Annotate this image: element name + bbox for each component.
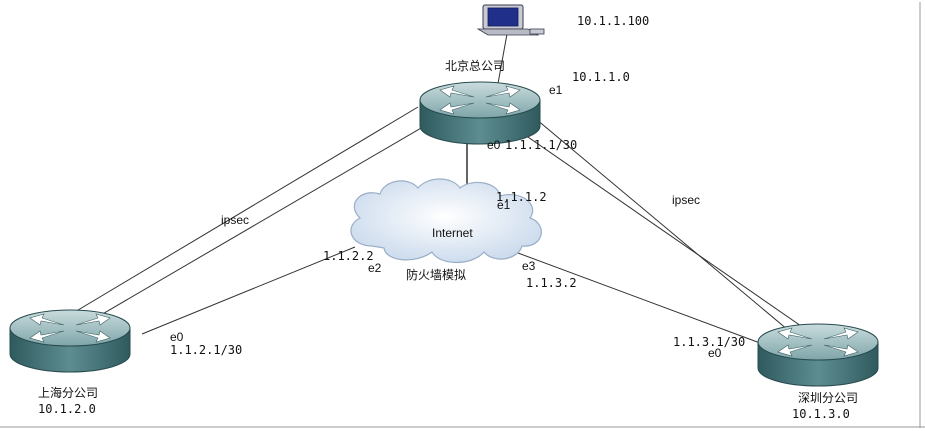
hq-e1-interface-label: e1 [549, 83, 563, 97]
shenzhen-e0-interface-label: e0 [708, 346, 722, 360]
pc-icon [476, 4, 545, 36]
shanghai-wan-ip-label: 1.1.2.1/30 [170, 343, 242, 357]
hq-wan-ip-label: 1.1.1.1/30 [505, 138, 577, 152]
firewall-e2-interface-label: e2 [368, 261, 382, 275]
shanghai-e0-interface-label: e0 [170, 330, 184, 344]
ipsec-tunnel-left-b [69, 123, 429, 334]
firewall-e3-ip-label: 1.1.3.2 [526, 276, 577, 290]
shanghai-router-icon [9, 309, 131, 373]
link-firewall-shenzhen [517, 252, 761, 344]
firewall-e1-ip-label: 1.1.1.2 [496, 190, 547, 204]
hq-e0-interface-label: e0 [487, 138, 501, 152]
firewall-caption-label: 防火墙模拟 [406, 267, 466, 282]
hq-pc-ip-label: 10.1.1.100 [577, 14, 649, 28]
link-shanghai-firewall [141, 246, 356, 335]
cloud-internet-label: Internet [432, 226, 473, 240]
hq-router-icon [419, 81, 541, 145]
shenzhen-name-label: 深圳分公司 [798, 391, 858, 405]
internet-cloud-icon [350, 178, 542, 263]
firewall-e2-ip-label: 1.1.2.2 [323, 249, 374, 263]
ipsec-right-label: ipsec [672, 193, 700, 207]
ipsec-tunnel-right-a [529, 113, 801, 341]
firewall-e1-interface-label: e1 [497, 198, 511, 212]
ipsec-left-label: ipsec [221, 213, 249, 227]
hq-name-label: 北京总公司 [445, 59, 505, 73]
shenzhen-router-icon [757, 323, 879, 387]
shenzhen-wan-ip-label: 1.1.3.1/30 [673, 335, 745, 349]
shenzhen-lan-label: 10.1.3.0 [792, 407, 850, 421]
firewall-e3-interface-label: e3 [522, 259, 536, 273]
hq-lan-label: 10.1.1.0 [572, 70, 630, 84]
ipsec-tunnel-left-a [47, 106, 419, 329]
shanghai-lan-label: 10.1.2.0 [38, 402, 96, 416]
shanghai-name-label: 上海分公司 [38, 385, 98, 400]
ipsec-tunnel-right-b [511, 125, 831, 347]
